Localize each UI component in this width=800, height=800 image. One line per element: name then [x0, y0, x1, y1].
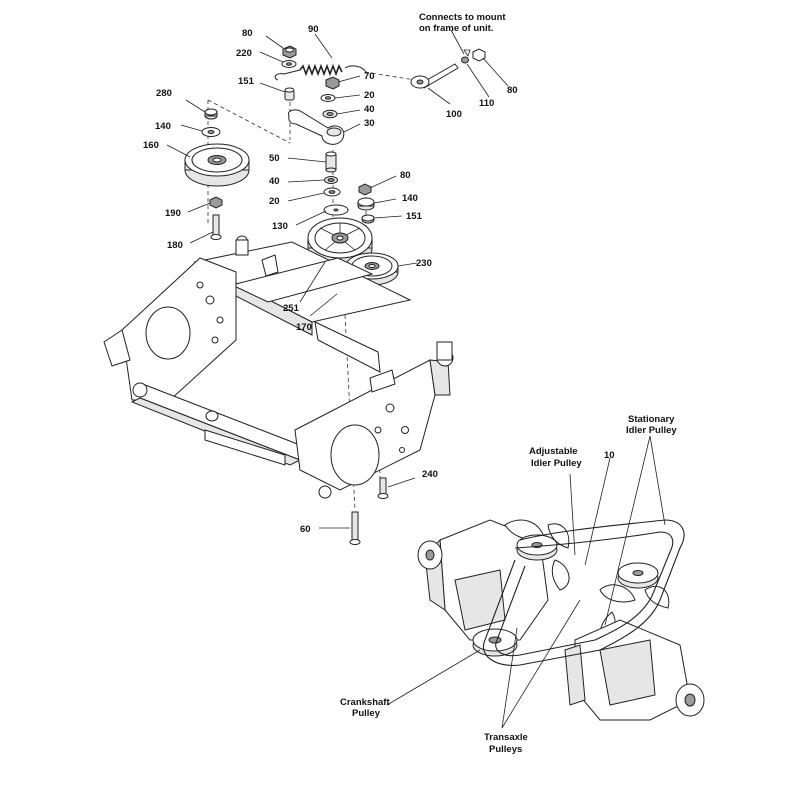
washer-20-top — [320, 94, 336, 102]
crankshaft-pulley-label-line2: Pulley — [352, 708, 381, 719]
leader-lines — [166, 29, 666, 729]
nut-80-right — [358, 183, 372, 196]
bolt-100 — [410, 63, 459, 89]
washer-20-lower — [323, 187, 341, 197]
spacer-151-right — [361, 214, 375, 224]
nut-70 — [325, 76, 340, 90]
nut-80-top — [282, 45, 297, 59]
callout-80-right: 80 — [400, 170, 411, 181]
callout-160: 160 — [143, 140, 159, 151]
nut-280 — [204, 108, 218, 120]
adjustable-idler-label-line1: Adjustable — [529, 446, 578, 457]
callout-140-left: 140 — [155, 121, 171, 132]
bolt-180 — [210, 214, 222, 240]
callout-40-lower: 40 — [269, 176, 280, 187]
pulley-160 — [184, 143, 250, 187]
callout-60: 60 — [300, 524, 311, 535]
crankshaft-pulley-label-line1: Crankshaft — [340, 697, 390, 708]
text-annotations: Connects to mount on frame of unit. Stat… — [340, 12, 677, 755]
callout-20-top: 20 — [364, 90, 375, 101]
callout-90: 90 — [308, 24, 319, 35]
washer-220 — [281, 60, 297, 68]
callout-230: 230 — [416, 258, 432, 269]
pivot-bushing-50 — [325, 151, 337, 173]
callout-130: 130 — [272, 221, 288, 232]
mount-note-line2: on frame of unit. — [419, 23, 493, 34]
callout-40-top: 40 — [364, 104, 375, 115]
mount-note-line1: Connects to mount — [419, 12, 506, 23]
callout-70: 70 — [364, 71, 375, 82]
bolt-60 — [349, 511, 361, 545]
callout-numbers: 80 90 220 70 151 20 40 30 280 140 160 50… — [143, 24, 615, 535]
spring-90 — [274, 63, 367, 81]
spacer-151-top — [284, 87, 295, 101]
transaxle-pulleys-label-line2: Pulleys — [489, 744, 522, 755]
stationary-idler-label-line2: Idler Pulley — [626, 425, 677, 436]
callout-151-top: 151 — [238, 76, 255, 87]
callout-190: 190 — [165, 208, 181, 219]
callout-30: 30 — [364, 118, 375, 129]
callout-140-right: 140 — [402, 193, 418, 204]
callout-80-mount: 80 — [507, 85, 518, 96]
stationary-idler-label-line1: Stationary — [628, 414, 675, 425]
adjustable-idler-label-line2: Idler Pulley — [531, 458, 582, 469]
callout-280: 280 — [156, 88, 172, 99]
spacer-190 — [209, 196, 223, 209]
bolt-240 — [377, 477, 389, 499]
callout-80-top: 80 — [242, 28, 253, 39]
callout-251: 251 — [283, 303, 300, 314]
nut-80-mount — [472, 48, 486, 62]
callout-100: 100 — [446, 109, 462, 120]
washer-110 — [461, 56, 469, 64]
callout-240: 240 — [422, 469, 438, 480]
callout-50: 50 — [269, 153, 280, 164]
callout-220: 220 — [236, 48, 252, 59]
callout-151-right: 151 — [406, 211, 423, 222]
callout-110: 110 — [479, 98, 494, 109]
washer-130 — [323, 204, 349, 216]
callout-20-lower: 20 — [269, 196, 280, 207]
drive-assembly — [417, 519, 705, 721]
bearing-40-lower — [324, 176, 338, 184]
callout-10: 10 — [604, 450, 615, 461]
washer-140-right — [357, 197, 375, 211]
transaxle-pulleys-label-line1: Transaxle — [484, 732, 528, 743]
idler-arm-30 — [287, 109, 345, 145]
callout-170: 170 — [296, 322, 312, 333]
washer-140-left — [201, 127, 221, 137]
callout-180: 180 — [167, 240, 183, 251]
bearing-40-top — [322, 109, 338, 119]
mower-frame — [103, 235, 454, 499]
